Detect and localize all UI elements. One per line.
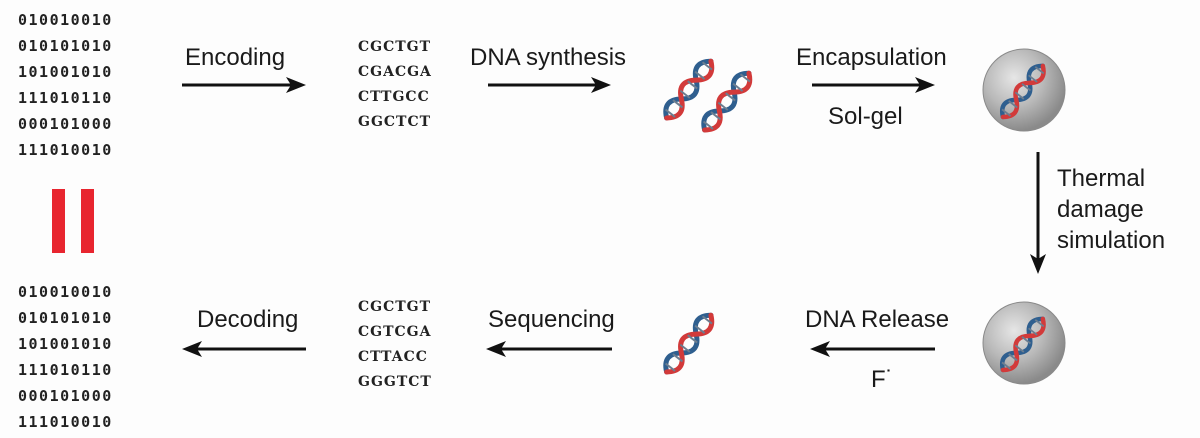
sequence-row: CTTGCC	[358, 89, 430, 105]
encapsulation-label: Encapsulation	[796, 44, 947, 71]
dna-release-label: DNA Release	[805, 306, 950, 333]
binary-row: 010101010	[18, 37, 113, 55]
binary-row: 111010110	[18, 361, 113, 379]
sequenced-sequences: CGCTGT CGTCGA CTTACC GGGTCT	[358, 295, 432, 395]
binary-row: 010010010	[18, 11, 113, 29]
thermal-damage-label: Thermal damage simulation	[1057, 163, 1165, 256]
sequencing-label: Sequencing	[488, 306, 615, 333]
encoding-arrow	[182, 77, 306, 93]
sequencing-arrow	[486, 341, 612, 357]
decoding-label: Decoding	[197, 306, 299, 333]
binary-row: 010101010	[18, 309, 113, 327]
fluoride-label: F˙	[871, 366, 894, 393]
binary-row: 111010010	[18, 413, 113, 431]
thermal-label-line: simulation	[1057, 227, 1166, 254]
thermal-label-line: damage	[1057, 196, 1144, 223]
sequence-row: CTTACC	[358, 349, 428, 365]
input-binary-block: 010010010 010101010 101001010 111010110 …	[18, 7, 113, 163]
silica-sphere-icon	[982, 301, 1066, 385]
thermal-damage-arrow	[1030, 152, 1046, 274]
sequence-row: CGTCGA	[358, 324, 432, 340]
dna-release-arrow	[810, 341, 935, 357]
sequence-row: CGACGA	[358, 64, 432, 80]
dna-helix-icon	[661, 311, 717, 377]
binary-row: 000101000	[18, 115, 113, 133]
sequence-row: CGCTGT	[358, 39, 432, 55]
encoded-sequences: CGCTGT CGACGA CTTGCC GGCTCT	[358, 35, 432, 135]
binary-row: 000101000	[18, 387, 113, 405]
binary-row: 101001010	[18, 335, 113, 353]
thermal-label-line: Thermal	[1057, 165, 1146, 192]
dna-synthesis-arrow	[488, 77, 611, 93]
binary-row: 111010110	[18, 89, 113, 107]
output-binary-block: 010010010 010101010 101001010 111010110 …	[18, 279, 113, 435]
sol-gel-label: Sol-gel	[828, 103, 903, 130]
binary-row: 111010010	[18, 141, 113, 159]
encapsulation-arrow	[812, 77, 935, 93]
silica-sphere-icon	[982, 48, 1066, 132]
dna-synthesis-label: DNA synthesis	[470, 44, 627, 71]
sequence-row: GGGTCT	[358, 374, 432, 390]
sequence-row: CGCTGT	[358, 299, 432, 315]
binary-row: 010010010	[18, 283, 113, 301]
binary-row: 101001010	[18, 63, 113, 81]
sequence-row: GGCTCT	[358, 114, 432, 130]
decoding-arrow	[182, 341, 306, 357]
encoding-label: Encoding	[185, 44, 286, 71]
equals-sign-icon	[52, 189, 94, 253]
